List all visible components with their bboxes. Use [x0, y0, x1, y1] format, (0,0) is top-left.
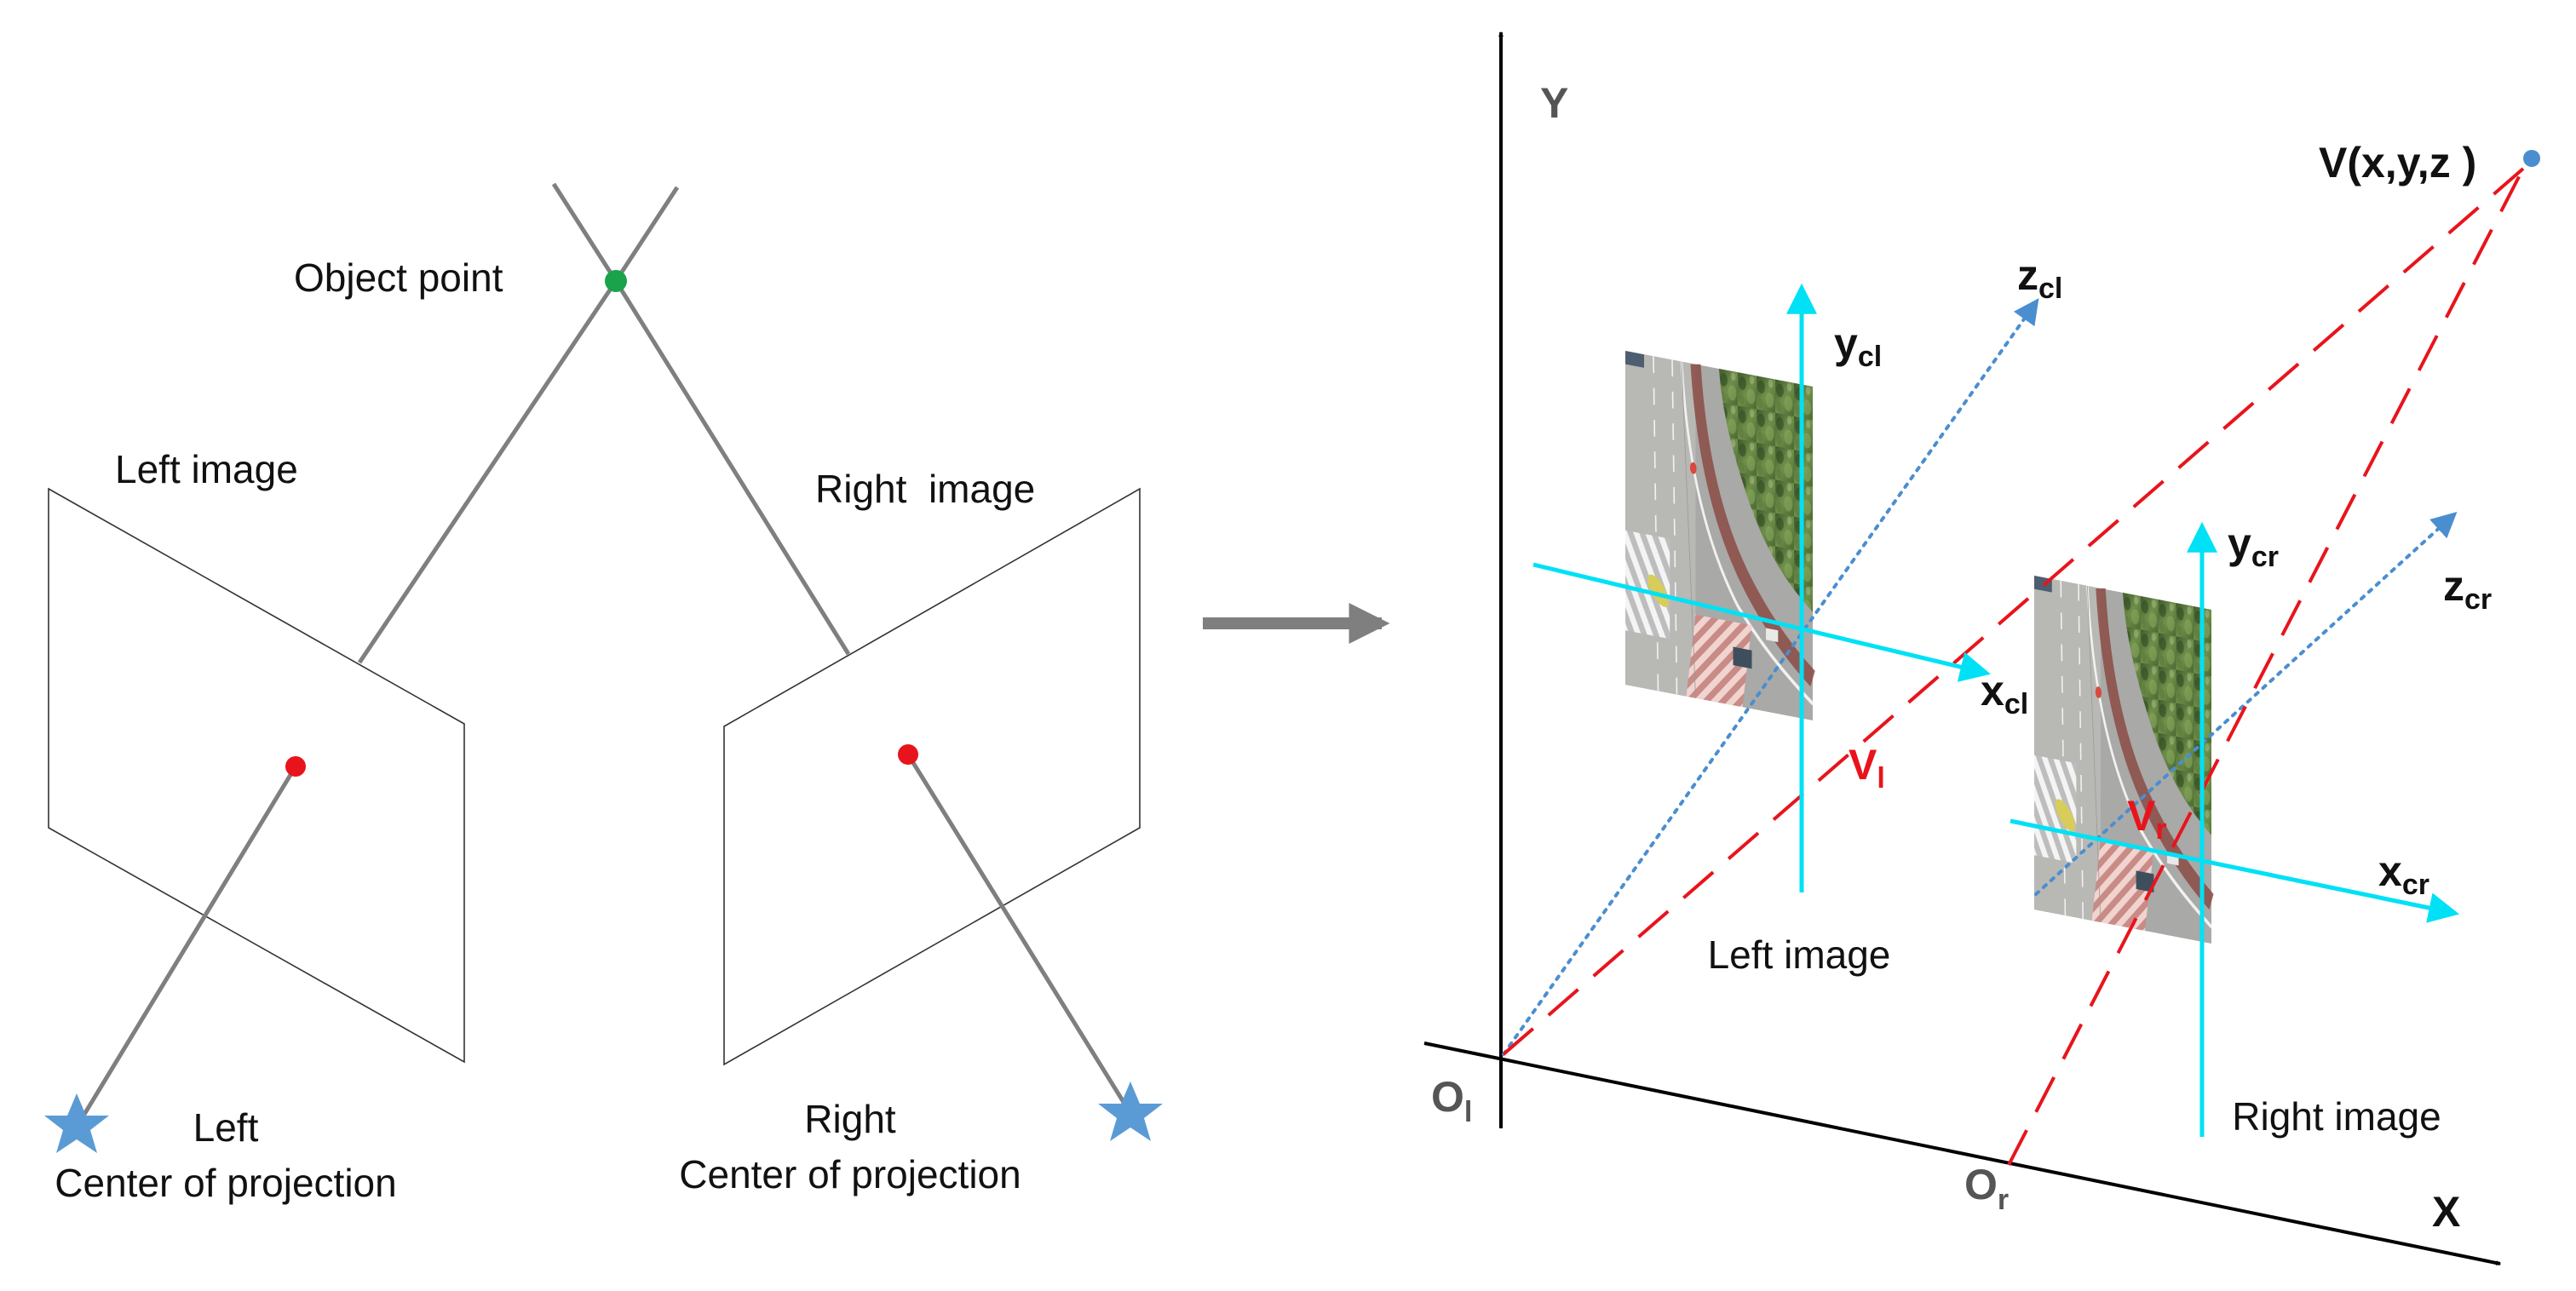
origin-right-label: Or	[1964, 1161, 2009, 1216]
right-projection-line	[906, 753, 1131, 1112]
left-projection-line	[76, 765, 298, 1126]
left-image-point-dot	[285, 756, 306, 777]
left-panel: Object point Left image Right image Left…	[44, 182, 1163, 1205]
right-ray-to-v	[2007, 168, 2525, 1166]
left-z-axis	[1502, 298, 2039, 1056]
left-cam-x-axis	[1532, 562, 1992, 682]
left-center-star-icon	[44, 1093, 109, 1153]
right-image-plane	[723, 487, 1141, 1066]
left-aerial-label: Left image	[1708, 932, 1891, 977]
right-panel: Y X V(x,y,z ) Ol Or ycl zcl xcl Vl Left …	[1423, 31, 2540, 1265]
left-ray-to-v	[1502, 167, 2525, 1056]
right-ray	[613, 279, 851, 656]
right-cam-z-label: zcr	[2443, 562, 2492, 616]
left-center-label-line1: Left	[193, 1105, 259, 1150]
left-cam-y-label: ycl	[1834, 319, 1882, 373]
right-cam-x-label: xcr	[2378, 847, 2429, 901]
origin-left-label: Ol	[1431, 1073, 1472, 1128]
left-aerial-image	[1625, 351, 1813, 720]
right-cam-y-label: ycr	[2228, 519, 2279, 573]
object-point-label: Object point	[294, 255, 503, 300]
right-image-point-label: Vr	[2127, 792, 2167, 846]
right-aerial-label: Right image	[2232, 1094, 2441, 1139]
left-image-point-label: Vl	[1849, 741, 1885, 795]
right-aerial-image	[2034, 576, 2211, 944]
right-ray-extension	[551, 182, 618, 283]
left-cam-x-label: xcl	[1981, 667, 2028, 720]
left-image-plane	[48, 487, 465, 1064]
right-image-label: Right image	[815, 467, 1035, 511]
left-ray	[357, 279, 618, 664]
point-v-dot	[2523, 150, 2540, 167]
world-x-axis	[1423, 1041, 2502, 1265]
left-image-label: Left image	[115, 447, 298, 491]
right-image-point-dot	[898, 744, 918, 765]
right-center-label-line2: Center of projection	[679, 1152, 1021, 1196]
left-center-label-line2: Center of projection	[55, 1161, 396, 1205]
point-v-label: V(x,y,z )	[2319, 139, 2476, 186]
right-z-axis	[2034, 511, 2458, 896]
right-center-label-line1: Right	[804, 1097, 896, 1141]
right-cam-x-axis	[2010, 818, 2460, 923]
right-center-star-icon	[1098, 1082, 1163, 1141]
world-x-label: X	[2432, 1188, 2460, 1236]
world-y-label: Y	[1540, 79, 1568, 127]
left-ray-extension	[613, 186, 680, 283]
left-cam-z-label: zcl	[2017, 251, 2062, 305]
object-point-dot	[605, 270, 627, 292]
